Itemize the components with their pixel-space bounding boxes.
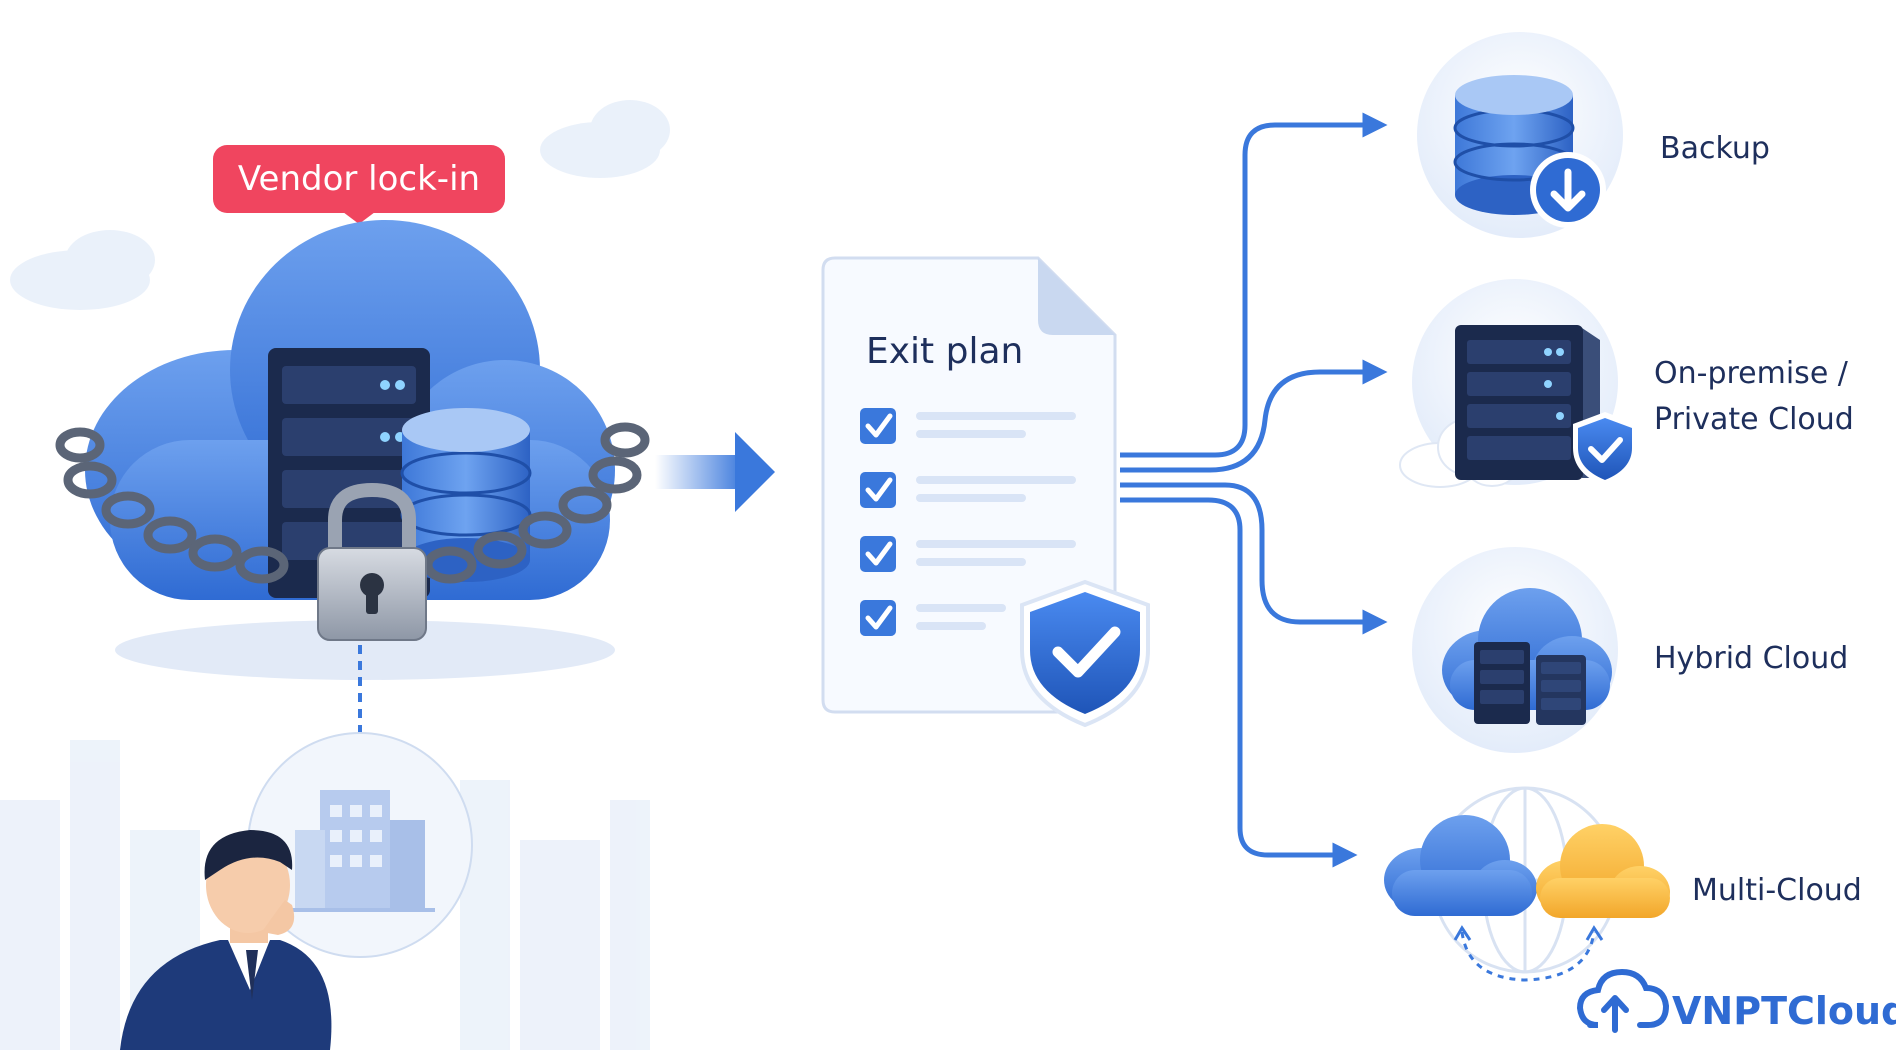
onprem-label-line-2: Private Cloud [1654, 402, 1854, 437]
arrow-to-multicloud [1120, 497, 1358, 868]
arrow-to-hybrid [1120, 482, 1388, 635]
vnptcloud-logo: VNPTCloud [1576, 968, 1896, 1033]
padlock-icon [317, 482, 427, 641]
background-city-skyline [0, 740, 650, 1050]
building-icon [247, 732, 473, 958]
shield-check-icon [1020, 579, 1150, 728]
download-icon [1530, 152, 1606, 228]
chain-icon [55, 422, 650, 584]
vendor-lockin-badge: Vendor lock-in [213, 145, 505, 224]
destination-backup: Backup [1417, 32, 1770, 238]
blue-cloud-icon [1384, 815, 1537, 916]
server-rack-icon [268, 348, 430, 598]
sync-dashed-arrow [1460, 931, 1596, 982]
arrow-to-backup [1120, 112, 1388, 458]
checklist-item [860, 472, 1076, 508]
locked-cloud-illustration [55, 220, 650, 680]
onprem-label-line-1: On-premise / [1654, 356, 1849, 391]
checklist-item [860, 600, 1006, 636]
destination-onprem: On-premise / Private Cloud [1399, 279, 1854, 488]
multicloud-label: Multi-Cloud [1692, 873, 1862, 908]
exit-plan-document: Exit plan [821, 256, 1150, 728]
destination-hybrid: Hybrid Cloud [1412, 547, 1848, 753]
background-cloud-decoration [10, 100, 670, 310]
businessman-thinking-icon [120, 830, 332, 1050]
vendor-lockin-label: Vendor lock-in [238, 159, 480, 199]
hybrid-server-icon [1474, 642, 1586, 725]
arrow-to-exit-plan [655, 432, 775, 512]
cloud-shadow [115, 620, 615, 680]
checklist-item [860, 536, 1076, 572]
brand-name: VNPTCloud [1672, 989, 1896, 1033]
hybrid-label: Hybrid Cloud [1654, 641, 1848, 676]
backup-database-icon [1453, 75, 1575, 215]
exit-plan-title: Exit plan [866, 331, 1023, 372]
onprem-server-icon [1455, 325, 1600, 480]
onprem-shield-icon [1573, 412, 1637, 486]
backup-label: Backup [1660, 131, 1770, 166]
cloud-upload-icon [1576, 968, 1670, 1033]
destination-multicloud: Multi-Cloud [1384, 786, 1862, 982]
branch-arrows [1120, 112, 1388, 868]
orange-cloud-icon [1536, 824, 1670, 918]
checklist [860, 408, 1076, 636]
checklist-item [860, 408, 1076, 444]
arrow-to-onprem [1120, 359, 1388, 473]
